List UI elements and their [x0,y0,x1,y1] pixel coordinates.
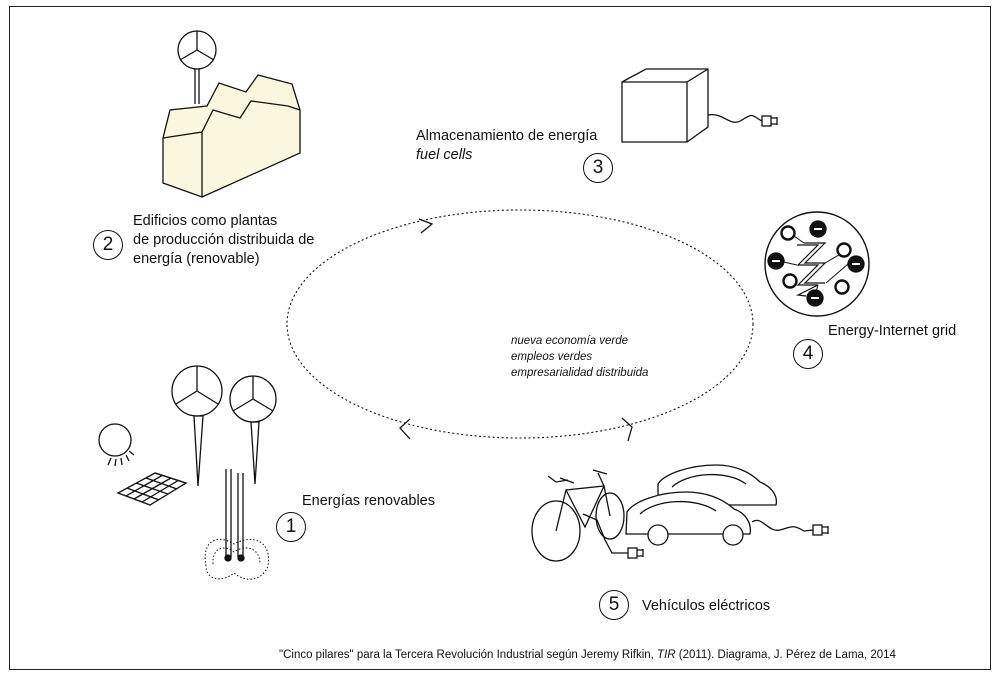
car-cable [751,519,814,532]
grid-disc-icon [764,211,870,317]
pillar-2-label: Edificios como plantas de producción dis… [133,212,314,269]
pillar-3-number: 3 [583,153,613,183]
caption-italic: TIR [657,649,676,661]
pillar-1-number: 1 [276,512,306,542]
wind-turbine-icon [177,30,217,104]
pillar-5-line-1: Vehículos eléctricos [642,598,771,614]
sun-icon [98,423,135,467]
caption-text: "Cinco pilares" para la Tercera Revoluci… [279,649,658,661]
cycle-arrow-bottom-left-icon [399,418,411,440]
center-line-3: empresarialidad distribuida [511,367,649,379]
caption: "Cinco pilares" para la Tercera Revoluci… [279,649,896,661]
geothermal-well-icon [204,469,269,580]
pillar-5-number: 5 [599,590,629,620]
pillar-2-line-2: de producción distribuida de [133,232,315,248]
pillar-4-line-1: Energy-Internet grid [828,323,957,339]
pillar-4-number: 4 [793,339,823,369]
plug-icon [812,524,829,536]
caption-tail: (2011). Diagrama, J. Pérez de Lama, 2014 [675,649,896,661]
pillar-1-label: Energías renovables [302,492,435,511]
cycle-arrow-bottom-right-icon [621,417,633,442]
pillar-4-label: Energy-Internet grid [828,322,956,341]
center-text: nueva economía verde empleos verdes empr… [511,333,648,381]
wind-turbine-icon [229,375,277,485]
wind-turbine-icon [171,365,223,487]
storage-cable [707,114,763,123]
pillar-2-number: 2 [93,230,123,260]
pillar-3-sub: fuel cells [416,147,473,163]
center-line-2: empleos verdes [511,351,593,363]
plug-icon [627,547,644,559]
car-icon [625,491,752,546]
factory-building-icon [162,74,301,198]
center-line-1: nueva economía verde [511,335,628,347]
cycle-arrow-top-icon [418,218,434,234]
pillar-2-line-1: Edificios como plantas [133,213,278,229]
cycle-ellipse [286,209,754,439]
pillar-2-line-3: energía (renovable) [133,251,260,267]
bicycle-icon [531,469,628,562]
plug-icon [761,115,778,127]
solar-panel-icon [116,472,188,506]
pillar-3-line-1: Almacenamiento de energía [416,128,598,144]
pillar-1-line-1: Energías renovables [302,493,435,509]
storage-box-icon [621,68,709,143]
pillar-5-label: Vehículos eléctricos [642,597,770,616]
pillar-3-label: Almacenamiento de energía fuel cells [416,127,597,165]
diagram-frame [9,6,991,670]
